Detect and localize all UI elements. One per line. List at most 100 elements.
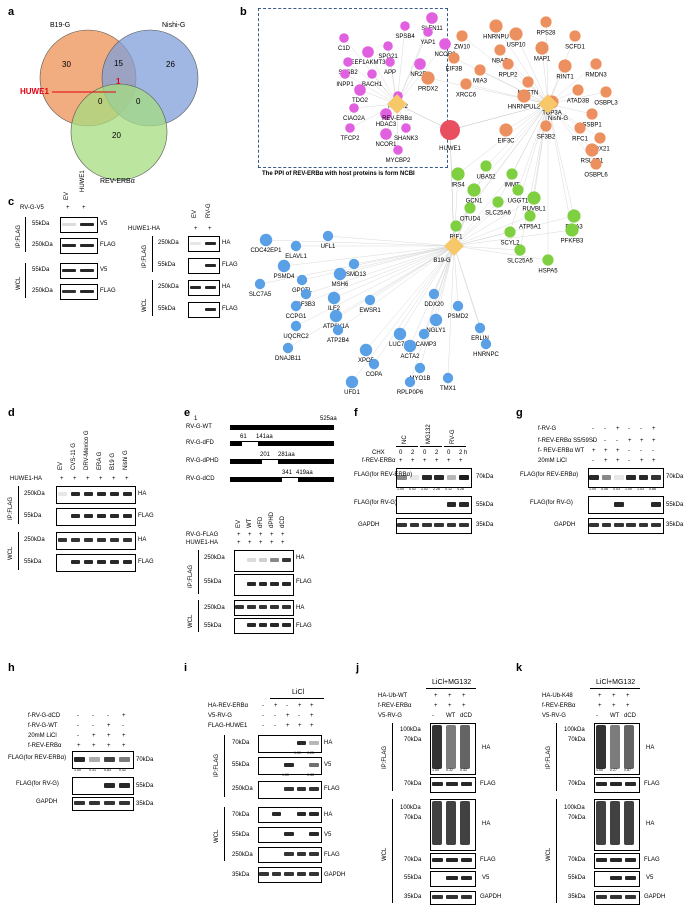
i-sign: + [310,723,314,729]
panel-label-d: d [8,407,15,419]
f-sign: + [423,458,427,464]
g-quant: 1.03 [637,487,644,491]
i-sign: + [310,703,314,709]
node-label-shared: OTUD4 [460,217,481,223]
f-blot-rev-band [446,474,457,480]
d-blot-1-band [96,514,107,518]
edge-b19 [435,245,455,321]
k-blot-ip-flag-band [625,782,637,786]
j-wcl: WCL [382,847,388,861]
venn-circle-rev [70,83,168,181]
node-rev [393,145,403,155]
k-mw: 70kDa [568,737,586,743]
f-quant: 2.02 [421,487,428,491]
e-construct-bar [230,459,334,464]
node-b19 [364,294,376,306]
g-blot-rvg-band [614,501,624,507]
i-label: FLAG [324,852,340,858]
e-blot-0-band [270,558,279,562]
d-lane-label: CVS-11 G [71,443,77,470]
node-label-b19: RPLP0P6 [397,390,424,396]
h-blot-gapdh-band [118,801,131,805]
edge-b19 [327,235,455,247]
c-left-blot-1-band [80,243,94,247]
k-mw: 100kDa [564,727,585,733]
f-group-label: RV-G [450,429,456,444]
edge-shared [485,103,549,167]
edge-rev [396,31,429,105]
d-sign: + [86,476,90,482]
c-right-label: FLAG [222,262,238,268]
c-right-mw: 55kDa [158,306,176,312]
edge-nishi [515,33,549,105]
node-label-b19: LUC7L2 [389,342,412,348]
e-label: FLAG [296,623,312,629]
k-mw: 70kDa [568,781,586,787]
node-rev [345,123,355,133]
d-blot-3-band [83,560,94,564]
e-label: HA [296,605,305,611]
g-blot-label: FLAG(for RV-G) [530,500,573,506]
i-blot-5-band [284,852,294,856]
node-label-rev: INPP1 [336,82,354,88]
e-blot-3-band [258,623,268,627]
f-sign: + [447,458,451,464]
f-quant: 4.26 [457,487,464,491]
j-smear [460,801,470,845]
f-quant: 1.00 [397,487,404,491]
node-label-rev: CIAO2A [343,116,365,122]
f-group-line [396,446,418,447]
g-sign: - [616,438,618,444]
d-lane-label: B19 G [110,452,116,470]
venn-count-b19-rev: 0 [98,97,103,106]
edge-b19 [337,245,455,331]
c-left-blot-2-membrane [60,263,98,279]
node-shared [480,160,492,172]
i-sign: + [298,723,302,729]
node-label-rev: SPSB4 [395,34,415,40]
h-blot-rvg-membrane [72,777,134,795]
h-blot-label: GAPDH [36,799,58,805]
node-label-nishi: RFC1 [572,137,588,143]
e-sign: + [270,540,274,546]
node-rev [362,46,374,58]
c-right-blot-1-band [204,263,217,267]
i-sign: - [262,703,264,709]
node-label-nishi: XRCC6 [456,93,477,99]
h-row-label: 20mM LiCl [28,733,57,739]
i-blot-1-band [309,763,319,767]
node-label-rev: TDO2 [352,98,369,104]
d-blot-1-band [70,514,81,518]
k-sign: + [598,693,602,699]
panel-label-h: h [8,662,15,674]
k-mw: 100kDa [564,805,585,811]
k-smear [596,801,606,845]
i-sign: - [262,713,264,719]
panel-label-b: b [240,6,247,18]
c-right-mw: 250kDa [158,240,179,246]
g-row-label: 20mM LiCl [538,458,567,464]
g-sign: + [652,426,656,432]
f-blot-rvg-band [446,501,457,507]
i-label: V5 [324,832,332,838]
node-rev [383,41,393,51]
i-blot-6-band [309,872,319,876]
j-row-label: HA-Ub-WT [378,693,408,699]
d-blot-2-band [122,538,133,542]
e-blot-0-membrane [234,550,294,572]
g-quant: 0.03 [613,487,620,491]
k-sign: + [598,703,602,709]
k-label: GAPDH [644,894,666,900]
hub-label-b19: B19-G [433,258,451,264]
node-label-rev: SPG21 [378,54,398,60]
g-sign: + [616,426,620,432]
edge-b19 [453,245,459,307]
d-label: FLAG [138,559,154,565]
d-ip: IP:FLAG [8,496,14,520]
f-mw: 70kDa [476,474,494,480]
f-quant: 0.12 [445,487,452,491]
node-nishi [456,30,468,42]
node-nishi [572,84,584,96]
